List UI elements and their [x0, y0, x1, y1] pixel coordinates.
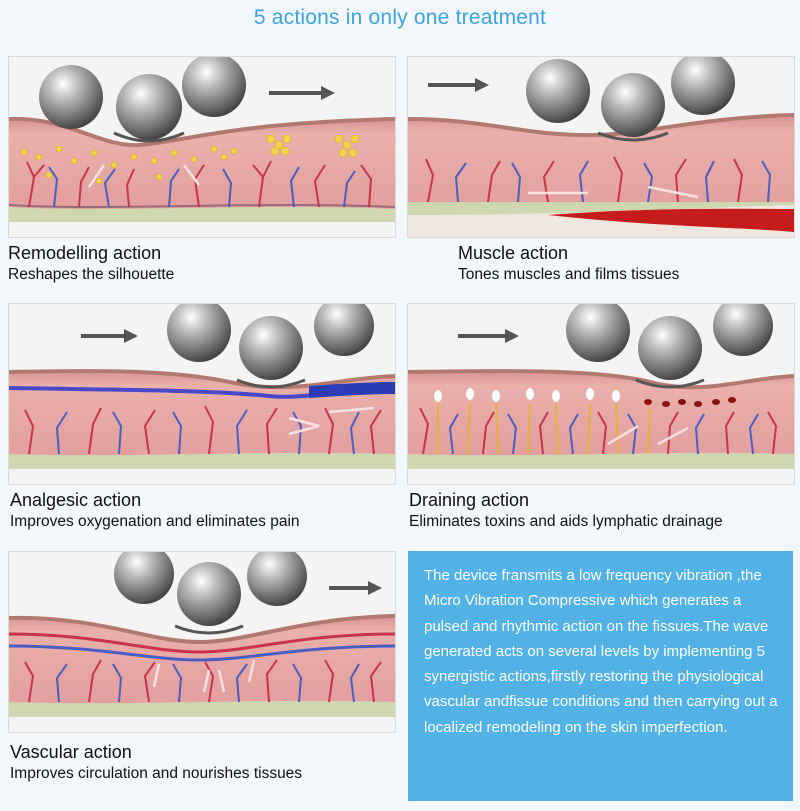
page-title: 5 actions in only one treatment — [253, 6, 547, 29]
remodelling-title: Remodelling action — [8, 243, 162, 263]
draining-illustration — [407, 303, 795, 485]
device-description-text: The device fransmits a low frequency vib… — [424, 567, 778, 736]
draining-title: Draining action — [409, 490, 530, 510]
vascular-illustration — [8, 551, 396, 733]
vascular-description: Improves circulation and nourishes tissu… — [10, 765, 303, 782]
draining-description: Eliminates toxins and aids lymphatic dra… — [409, 513, 723, 530]
analgesic-title: Analgesic action — [10, 490, 142, 510]
remodelling-description: Reshapes the silhouette — [8, 266, 175, 283]
analgesic-illustration — [8, 303, 396, 485]
muscle-illustration — [407, 56, 795, 238]
muscle-title: Muscle action — [458, 243, 569, 263]
muscle-description: Tones muscles and films tissues — [458, 266, 680, 283]
remodelling-illustration — [8, 56, 396, 238]
analgesic-description: Improves oxygenation and eliminates pain — [10, 513, 300, 530]
device-description-box: The device fransmits a low frequency vib… — [408, 551, 793, 801]
vascular-title: Vascular action — [10, 742, 132, 762]
